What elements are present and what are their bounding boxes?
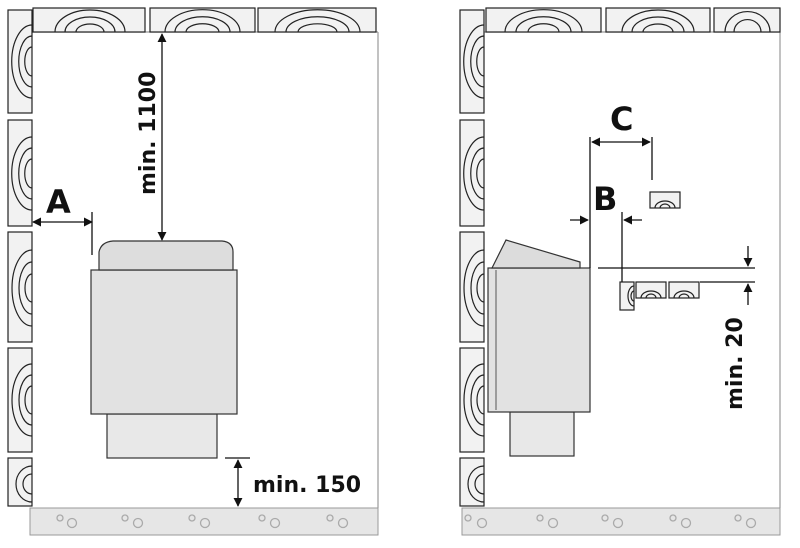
label-bench-clearance: min. 20 [723, 317, 748, 410]
heater-base-right [509, 411, 575, 457]
right-panel: C B min. 20 [459, 7, 781, 536]
ceiling-planks-right [485, 7, 781, 33]
dimension-a [32, 212, 93, 255]
heater-front-view [90, 240, 238, 459]
floor-right [461, 507, 781, 536]
heater-base-left [106, 413, 218, 459]
dimension-c [589, 137, 653, 268]
dimension-b [570, 212, 642, 282]
label-b: B [593, 180, 617, 218]
label-floor-clearance: min. 150 [253, 473, 361, 498]
floor-pebbles-right [464, 514, 757, 529]
bench-blocks [619, 191, 700, 311]
left-panel: A min. 1100 min. 150 [7, 7, 379, 536]
floor-left [29, 507, 379, 536]
floor-pebbles-left [56, 514, 349, 529]
label-top-clearance: min. 1100 [136, 72, 161, 195]
heater-stone-tray-right [491, 239, 581, 269]
dimension-bench-clearance [598, 246, 755, 305]
label-c: C [610, 100, 633, 138]
heater-body-left [90, 269, 238, 415]
wall-planks-right [459, 9, 485, 507]
label-a: A [46, 183, 71, 221]
heater-stone-tray-left [98, 240, 234, 271]
heater-body-right [487, 267, 591, 413]
wall-planks-left [7, 9, 33, 507]
heater-side-view [487, 239, 591, 457]
ceiling-planks-left [32, 7, 377, 33]
dimension-floor-clearance [225, 457, 250, 507]
